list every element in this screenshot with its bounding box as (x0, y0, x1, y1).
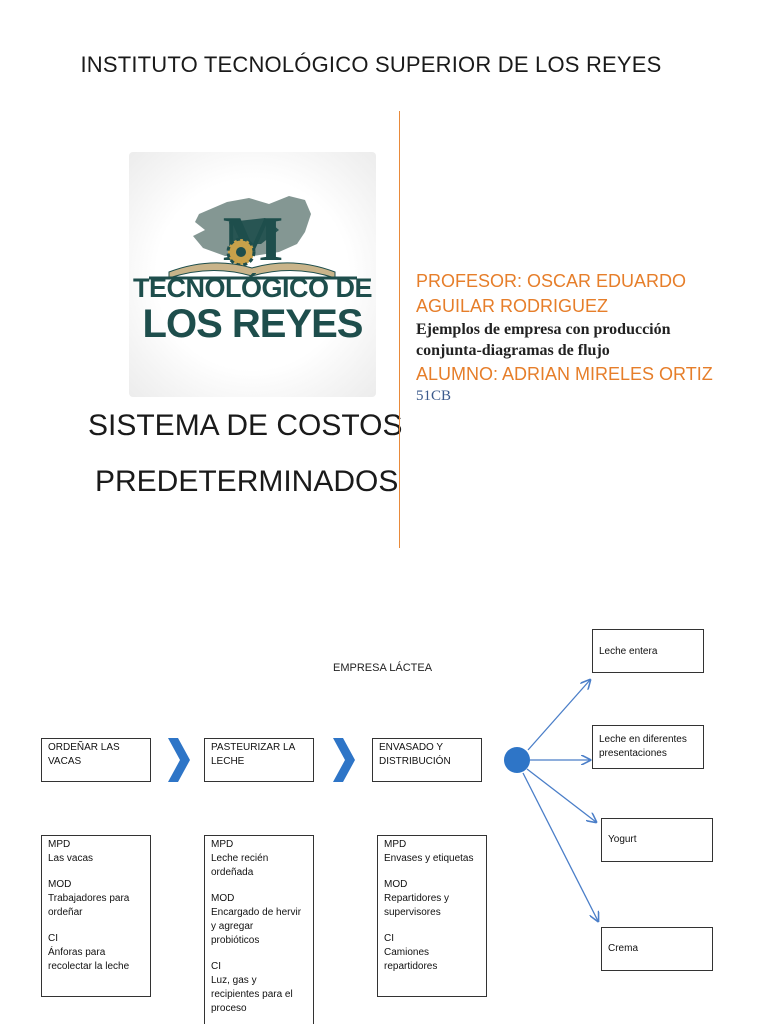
mod-value: Repartidores y (384, 893, 450, 904)
ci-label: CI (48, 933, 58, 944)
ci-value: recipientes para el (211, 989, 293, 1000)
cost-detail-ordenar: MPD Las vacas MOD Trabajadores para orde… (41, 835, 151, 997)
ci-value: repartidores (384, 961, 438, 972)
distribution-hub (504, 747, 530, 773)
assignment-title-line2: conjunta-diagramas de flujo (416, 342, 610, 359)
mod-value: supervisores (384, 907, 441, 918)
mod-label: MOD (211, 893, 235, 904)
chevron-arrow-icon (168, 738, 190, 782)
cost-detail-envasado: MPD Envases y etiquetas MOD Repartidores… (377, 835, 487, 997)
mpd-value: Las vacas (48, 853, 94, 864)
mod-label: MOD (384, 879, 408, 890)
product-leche-entera: Leche entera (592, 629, 704, 673)
mpd-value: Leche recién (211, 853, 269, 864)
step-label: ORDEÑAR LAS (48, 742, 120, 753)
mod-value: probióticos (211, 935, 260, 946)
ci-label: CI (384, 933, 394, 944)
product-label: presentaciones (599, 748, 667, 759)
subject-title-line2: PREDETERMINADOS (95, 465, 399, 498)
product-leche-presentaciones: Leche en diferentes presentaciones (592, 725, 704, 769)
step-label: VACAS (48, 756, 82, 767)
ci-label: CI (211, 961, 221, 972)
mpd-label: MPD (384, 839, 407, 850)
subject-title-line1: SISTEMA DE COSTOS (88, 409, 403, 442)
product-label: Leche en diferentes (599, 734, 687, 745)
ci-value: Ánforas para (48, 947, 106, 958)
assignment-title-line1: Ejemplos de empresa con producción (416, 321, 671, 338)
mpd-value: Envases y etiquetas (384, 853, 474, 864)
product-yogurt: Yogurt (601, 818, 713, 862)
step-label: PASTEURIZAR LA (211, 742, 296, 753)
mpd-label: MPD (48, 839, 71, 850)
group-code: 51CB (416, 388, 452, 404)
step-label: LECHE (211, 756, 245, 767)
product-label: Crema (608, 943, 639, 954)
chevron-arrow-icon (333, 738, 355, 782)
product-label: Yogurt (608, 834, 637, 845)
mpd-value: ordeñada (211, 867, 254, 878)
logo-text-line2: LOS REYES (142, 302, 364, 346)
mod-value: Trabajadores para (48, 893, 130, 904)
process-step-envasado: ENVASADO Y DISTRIBUCIÓN (372, 738, 482, 782)
logo-emblem: M (149, 196, 357, 280)
alumno-name: ALUMNO: ADRIAN MIRELES ORTIZ (416, 364, 713, 384)
process-step-ordenar: ORDEÑAR LAS VACAS (41, 738, 151, 782)
profesor-line2: AGUILAR RODRIGUEZ (416, 296, 609, 316)
ci-value: recolectar la leche (48, 961, 130, 972)
ci-value: Camiones (384, 947, 430, 958)
mod-value: y agregar (211, 921, 254, 932)
logo-text-line1: TECNOLÓGICO DE (132, 273, 373, 303)
product-crema: Crema (601, 927, 713, 971)
process-step-pasteurizar: PASTEURIZAR LA LECHE (204, 738, 314, 782)
cost-detail-pasteurizar: MPD Leche recién ordeñada MOD Encargado … (204, 835, 314, 1024)
product-label: Leche entera (599, 646, 658, 657)
ci-value: Luz, gas y (211, 975, 257, 986)
mpd-label: MPD (211, 839, 234, 850)
institute-name: INSTITUTO TECNOLÓGICO SUPERIOR DE LOS RE… (80, 52, 662, 77)
mod-label: MOD (48, 879, 72, 890)
step-label: DISTRIBUCIÓN (379, 756, 451, 767)
mod-value: Encargado de hervir (211, 907, 302, 918)
diagram-title: EMPRESA LÁCTEA (333, 662, 433, 674)
step-label: ENVASADO Y (379, 742, 444, 753)
mod-value: ordeñar (48, 907, 83, 918)
vertical-divider (399, 111, 400, 548)
profesor-line1: PROFESOR: OSCAR EDUARDO (416, 271, 687, 291)
institution-logo: M TECNOLÓGICO DE LOS REYES (129, 152, 376, 397)
ci-value: proceso (211, 1003, 247, 1014)
